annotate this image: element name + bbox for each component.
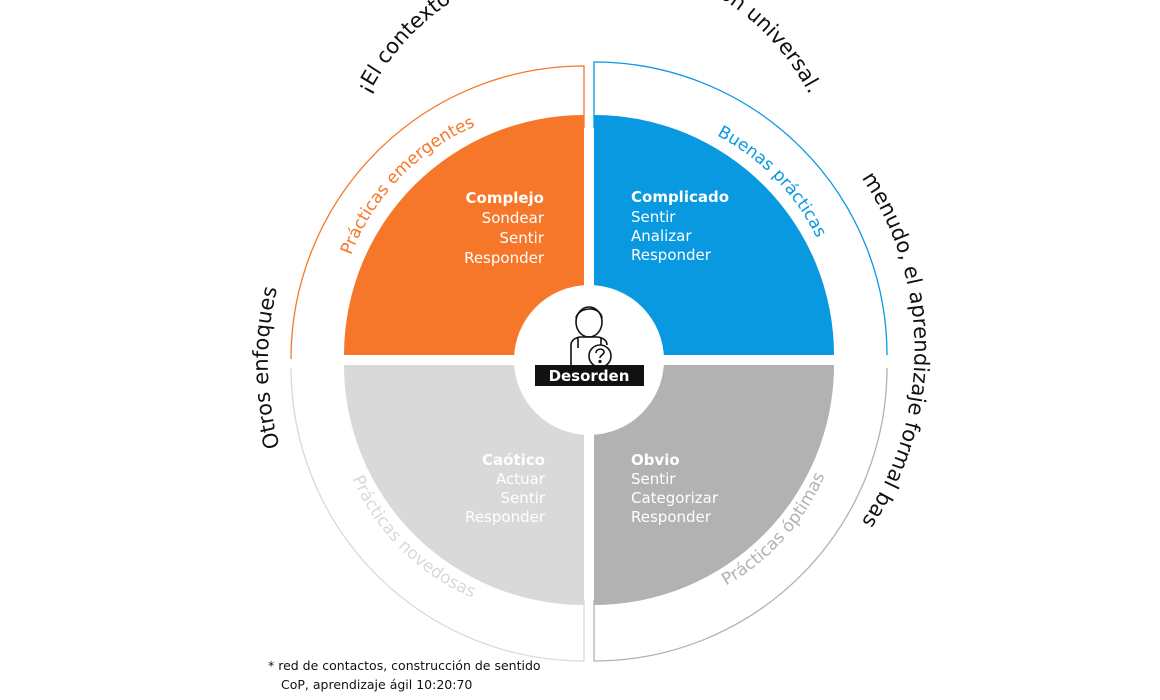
quadrant-caotico <box>344 365 584 605</box>
quadrant-complejo <box>344 115 584 355</box>
center-label: Desorden <box>549 367 630 385</box>
header-top: ¡El contexto cuenta! No hay una solución… <box>352 0 827 97</box>
complejo-step-3: Responder <box>464 249 545 267</box>
obvio-step-3: Responder <box>631 508 712 526</box>
header-left: Otros enfoques* <box>0 0 285 452</box>
caotico-step-1: Actuar <box>496 470 546 488</box>
confused-person-icon <box>570 306 612 368</box>
center-disorder: Desorden <box>514 285 664 435</box>
complejo-text: Complejo Sondear Sentir Responder <box>464 189 545 267</box>
caotico-text: Caótico Actuar Sentir Responder <box>465 451 546 526</box>
obvio-text: Obvio Sentir Categorizar Responder <box>631 451 719 526</box>
outer-ring-light-gray-arc <box>290 367 585 662</box>
obvio-step-2: Categorizar <box>631 489 719 507</box>
outer-ring-blue-arc <box>593 61 888 356</box>
outer-ring-orange-arc <box>290 65 585 360</box>
caotico-title: Caótico <box>482 451 545 469</box>
obvio-step-1: Sentir <box>631 470 676 488</box>
quadrant-complicado <box>594 115 834 355</box>
complicado-text: Complicado Sentir Analizar Responder <box>631 188 729 264</box>
outer-ring <box>290 61 888 662</box>
complejo-title: Complejo <box>466 189 544 207</box>
footnote: * red de contactos, construcción de sent… <box>268 656 541 694</box>
center-label-box <box>535 365 644 386</box>
outer-ring-gray-arc <box>593 367 888 662</box>
caotico-step-3: Responder <box>465 508 546 526</box>
complicado-step-3: Responder <box>631 246 712 264</box>
complejo-step-1: Sondear <box>482 209 545 227</box>
caotico-step-2: Sentir <box>501 489 546 507</box>
footnote-line-2: CoP, aprendizaje ágil 10:20:70 <box>281 677 473 692</box>
complicado-step-2: Analizar <box>631 227 692 245</box>
complejo-step-2: Sentir <box>500 229 545 247</box>
footnote-line-1: * red de contactos, construcción de sent… <box>268 658 541 673</box>
obvio-title: Obvio <box>631 451 680 469</box>
complicado-step-1: Sentir <box>631 208 676 226</box>
quadrant-obvio <box>594 365 834 605</box>
complicado-title: Complicado <box>631 188 729 206</box>
